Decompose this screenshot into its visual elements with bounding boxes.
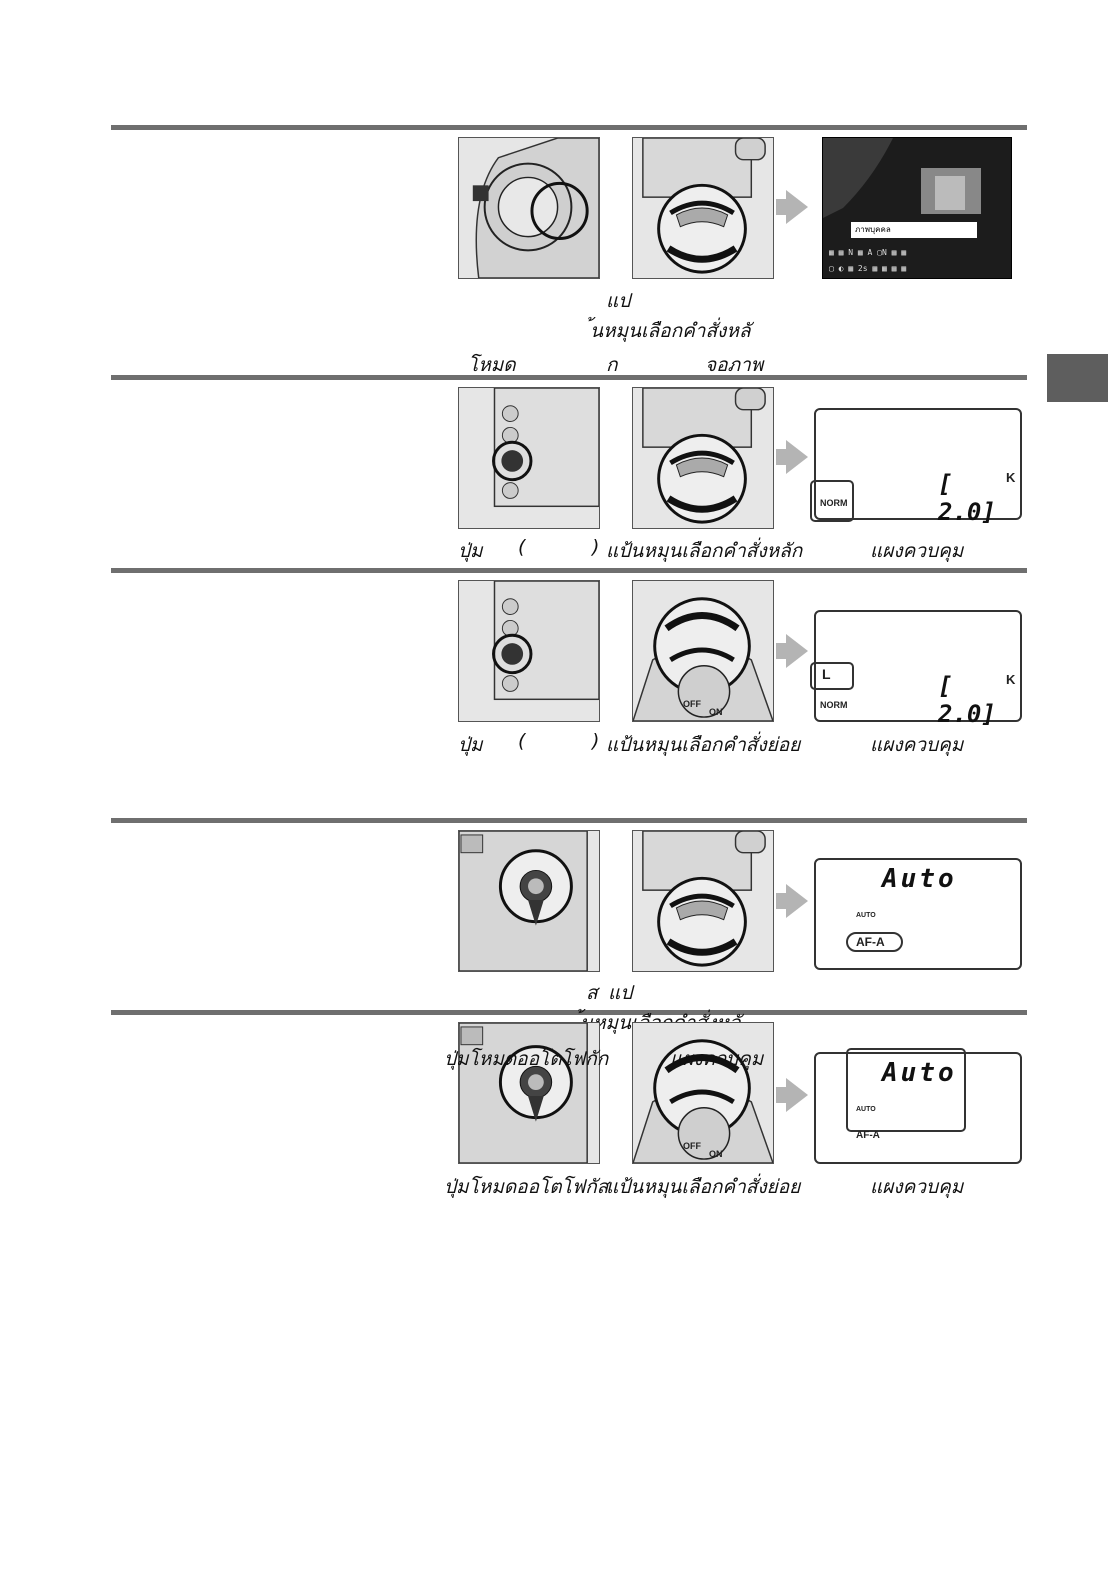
- section-rule-4: [111, 818, 1027, 823]
- control-panel-lcd-3: Auto AUTO AF-A: [814, 858, 1022, 970]
- main-dial-illustration-1: [632, 137, 774, 279]
- lcd-quality: NORM: [820, 498, 848, 508]
- caption-dial-line1: แป: [606, 290, 631, 312]
- arrow-icon: [776, 1078, 808, 1112]
- qual-button-illustration-2: [458, 580, 600, 722]
- section-rule-5: [111, 1010, 1027, 1015]
- dial-on-label: ON: [709, 1149, 723, 1159]
- caption-dial-line3: ก: [606, 354, 618, 376]
- caption-dial: แป้นหมุนเลือกคำสั่งย่อย: [606, 734, 801, 756]
- lcd-value: [ 2.0]: [938, 672, 996, 728]
- monitor-scene-label: ภาพบุคคล: [851, 222, 977, 238]
- lcd-size: L: [822, 666, 831, 682]
- section-rule-3: [111, 568, 1027, 573]
- sub-dial-illustration-2: OFF ON: [632, 1022, 774, 1164]
- monitor-screen: ภาพบุคคล ▦ ▦ N ▦ A ▢N ▦ ▦ ▢ ◐ ▦ 2s ▦ ▦ ▦…: [822, 137, 1012, 279]
- caption-button-overlap: ปุ่มโหมดออโตโฟกัก: [444, 1048, 609, 1070]
- dial-off-label: OFF: [683, 699, 701, 709]
- arrow-icon: [776, 634, 808, 668]
- lcd-auto-tag: AUTO: [856, 912, 876, 919]
- monitor-info-row-1: ▦ ▦ N ▦ A ▢N ▦ ▦: [829, 248, 907, 257]
- caption-panel-overlap: แผงควบคุม: [670, 1048, 764, 1070]
- lcd-value: [ 2.0]: [938, 470, 996, 526]
- main-dial-illustration-3: [632, 830, 774, 972]
- chapter-tab: [1047, 354, 1108, 402]
- caption-dial: แป้นหมุนเลือกคำสั่งย่อย: [606, 1176, 801, 1198]
- caption-panel: แผงควบคุม: [870, 540, 964, 562]
- lcd-auto-text: Auto: [882, 1058, 957, 1088]
- lcd-highlight-box: [810, 480, 854, 522]
- caption-button: ปุ่ม: [458, 734, 483, 756]
- caption-monitor: จอภาพ: [705, 354, 764, 376]
- control-panel-lcd-1: NORM [ 2.0] K: [810, 408, 1022, 526]
- caption-button: ปุ่มโหมดออโตโฟกัส: [444, 1176, 609, 1198]
- section-rule-1: [111, 125, 1027, 130]
- caption-panel: แผงควบคุม: [870, 1176, 964, 1198]
- lcd-highlight-box: [846, 1048, 966, 1132]
- caption-fragment-1: ส: [586, 982, 598, 1004]
- caption-dial-line2: ้นหมุนเลือกคำสั่งหลั: [590, 320, 751, 342]
- section-rule-2: [111, 375, 1027, 380]
- caption-paren-open: (: [518, 730, 526, 752]
- caption-panel: แผงควบคุม: [870, 734, 964, 756]
- caption-paren-close: ): [592, 730, 600, 752]
- lcd-unit: K: [1006, 470, 1016, 485]
- dial-off-label: OFF: [683, 1141, 701, 1151]
- caption-button: ปุ่ม: [458, 540, 483, 562]
- control-panel-lcd-2: L NORM [ 2.0] K: [810, 610, 1022, 728]
- lcd-unit: K: [1006, 672, 1016, 687]
- arrow-icon: [776, 884, 808, 918]
- lcd-auto-tag: AUTO: [856, 1106, 876, 1113]
- caption-fragment-2: แป: [608, 982, 633, 1004]
- lcd-af-mode: AF-A: [846, 932, 903, 952]
- qual-button-illustration-1: [458, 387, 600, 529]
- mode-dial-illustration: [458, 137, 600, 279]
- af-mode-button-illustration-1: [458, 830, 600, 972]
- lcd-highlight-box: [810, 662, 854, 690]
- af-mode-button-illustration-2: [458, 1022, 600, 1164]
- arrow-icon: [776, 440, 808, 474]
- caption-paren-close: ): [592, 536, 600, 558]
- lcd-quality: NORM: [820, 700, 848, 710]
- caption-dial: แป้นหมุนเลือกคำสั่งหลัก: [606, 540, 803, 562]
- monitor-info-row-2: ▢ ◐ ▦ 2s ▦ ▦ ▦ ▦: [829, 264, 907, 273]
- main-dial-illustration-2: [632, 387, 774, 529]
- caption-mode: โหมด: [468, 354, 516, 376]
- lcd-af-mode: AF-A: [856, 1130, 880, 1141]
- lcd-auto-text: Auto: [882, 864, 957, 894]
- sub-dial-illustration-1: OFF ON: [632, 580, 774, 722]
- dial-on-label: ON: [709, 707, 723, 717]
- control-panel-lcd-4: Auto AUTO AF-A: [814, 1048, 1022, 1164]
- arrow-icon: [776, 190, 808, 224]
- caption-paren-open: (: [518, 536, 526, 558]
